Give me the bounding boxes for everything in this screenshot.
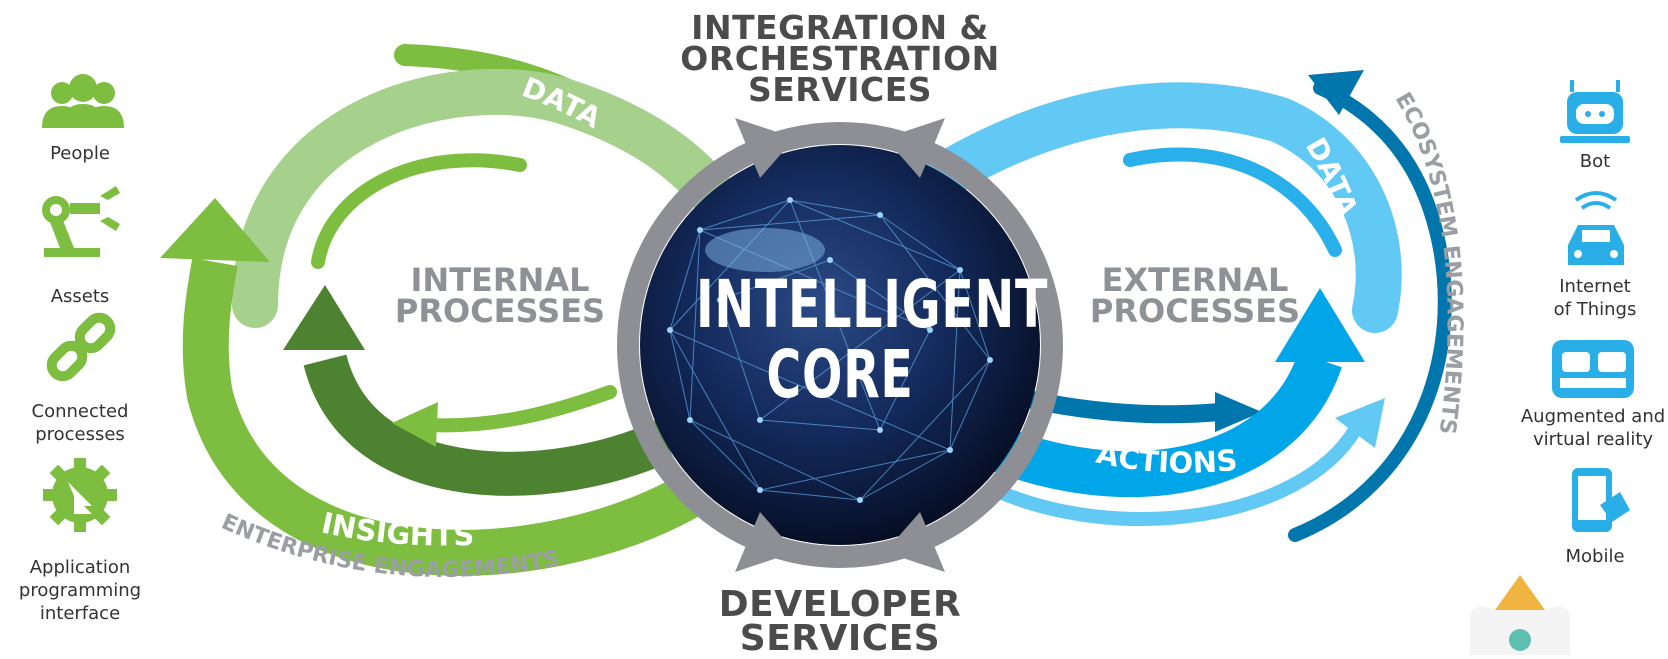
left-item-assets: Assets	[20, 285, 140, 308]
right-item-mobile: Mobile	[1535, 545, 1655, 568]
external-processes-line: EXTERNAL	[1101, 261, 1289, 299]
vr-headset-icon	[1552, 340, 1634, 398]
green-dark-loop	[303, 353, 675, 496]
right-item-label: Bot	[1579, 151, 1611, 172]
green-dark-arrowhead	[283, 285, 365, 350]
internal-processes-label: INTERNAL PROCESSES	[390, 261, 610, 330]
blue-inner-top-arc	[1123, 147, 1342, 257]
green-inner-arrowhead	[392, 402, 438, 447]
gear-icon	[43, 458, 117, 532]
bottom-title-line: DEVELOPER	[718, 584, 962, 625]
left-item-api: Application programming interface	[5, 556, 155, 625]
robot-arm-icon	[42, 186, 120, 257]
bottom-title-line: SERVICES	[739, 618, 941, 659]
green-inner-top-arc	[311, 153, 527, 269]
top-title-line: ORCHESTRATION	[680, 39, 1000, 78]
external-processes-line: PROCESSES	[1089, 292, 1301, 330]
left-item-label: Application	[29, 557, 131, 578]
rocket-icon	[1470, 575, 1570, 655]
core-line: INTELLIGENT	[696, 266, 1049, 343]
right-item-iot: Internet of Things	[1535, 275, 1655, 321]
blue-ecosystem-arrowhead	[1308, 70, 1364, 115]
right-item-label: Internet	[1559, 276, 1631, 297]
left-item-label: Connected	[31, 401, 129, 422]
mobile-icon	[1572, 468, 1630, 532]
blue-lower-arrowhead	[1335, 398, 1385, 448]
right-item-bot: Bot	[1535, 150, 1655, 173]
left-item-label: programming	[18, 580, 142, 601]
left-item-label: Assets	[50, 286, 110, 307]
core-nodes	[667, 197, 993, 503]
blue-data-band	[922, 82, 1402, 333]
external-processes-label: EXTERNAL PROCESSES	[1085, 261, 1305, 330]
green-insights-arrowhead	[160, 198, 270, 262]
blue-actions-loop	[981, 351, 1342, 498]
top-title-line: SERVICES	[747, 70, 933, 109]
blue-dark-arrowhead	[1215, 392, 1262, 432]
right-item-label: Augmented and	[1520, 406, 1666, 427]
bottom-title: DEVELOPER SERVICES	[660, 584, 1020, 659]
blue-lower-arrow	[992, 426, 1361, 526]
left-item-label: processes	[35, 424, 125, 445]
left-item-people: People	[20, 142, 140, 165]
ring-arrowhead-bottom-right	[885, 512, 945, 572]
bot-icon	[1560, 80, 1630, 143]
right-item-label: of Things	[1553, 299, 1637, 320]
green-inner-bottom-arrow	[423, 385, 617, 433]
ring-arrowhead-top-left	[735, 118, 795, 178]
ring-arrowhead-top-right	[885, 118, 945, 178]
core-label: INTELLIGENT CORE	[696, 266, 1049, 413]
left-item-connected-processes: Connected processes	[10, 400, 150, 446]
left-item-label: People	[50, 143, 110, 164]
blue-actions-arrowhead	[1275, 288, 1365, 362]
blue-ecosystem-arrow	[1288, 81, 1452, 542]
green-insights-loop	[182, 257, 702, 576]
core-continent	[705, 228, 825, 272]
internal-processes-line: INTERNAL	[410, 261, 590, 299]
people-icon	[42, 74, 124, 128]
internal-processes-line: PROCESSES	[394, 292, 606, 330]
top-title-line: INTEGRATION &	[691, 8, 989, 47]
left-item-label: interface	[39, 603, 121, 624]
core-line: CORE	[766, 336, 914, 413]
top-title: INTEGRATION & ORCHESTRATION SERVICES	[640, 8, 1040, 109]
core-ring	[617, 122, 1063, 568]
connected-car-icon	[1568, 191, 1624, 265]
ring-arrowhead-bottom-left	[735, 512, 795, 572]
green-data-band	[232, 68, 753, 328]
core-network	[669, 199, 991, 501]
right-item-label: virtual reality	[1532, 429, 1654, 450]
chain-link-icon	[46, 312, 116, 382]
right-item-ar-vr: Augmented and virtual reality	[1520, 405, 1666, 451]
right-item-label: Mobile	[1565, 546, 1625, 567]
